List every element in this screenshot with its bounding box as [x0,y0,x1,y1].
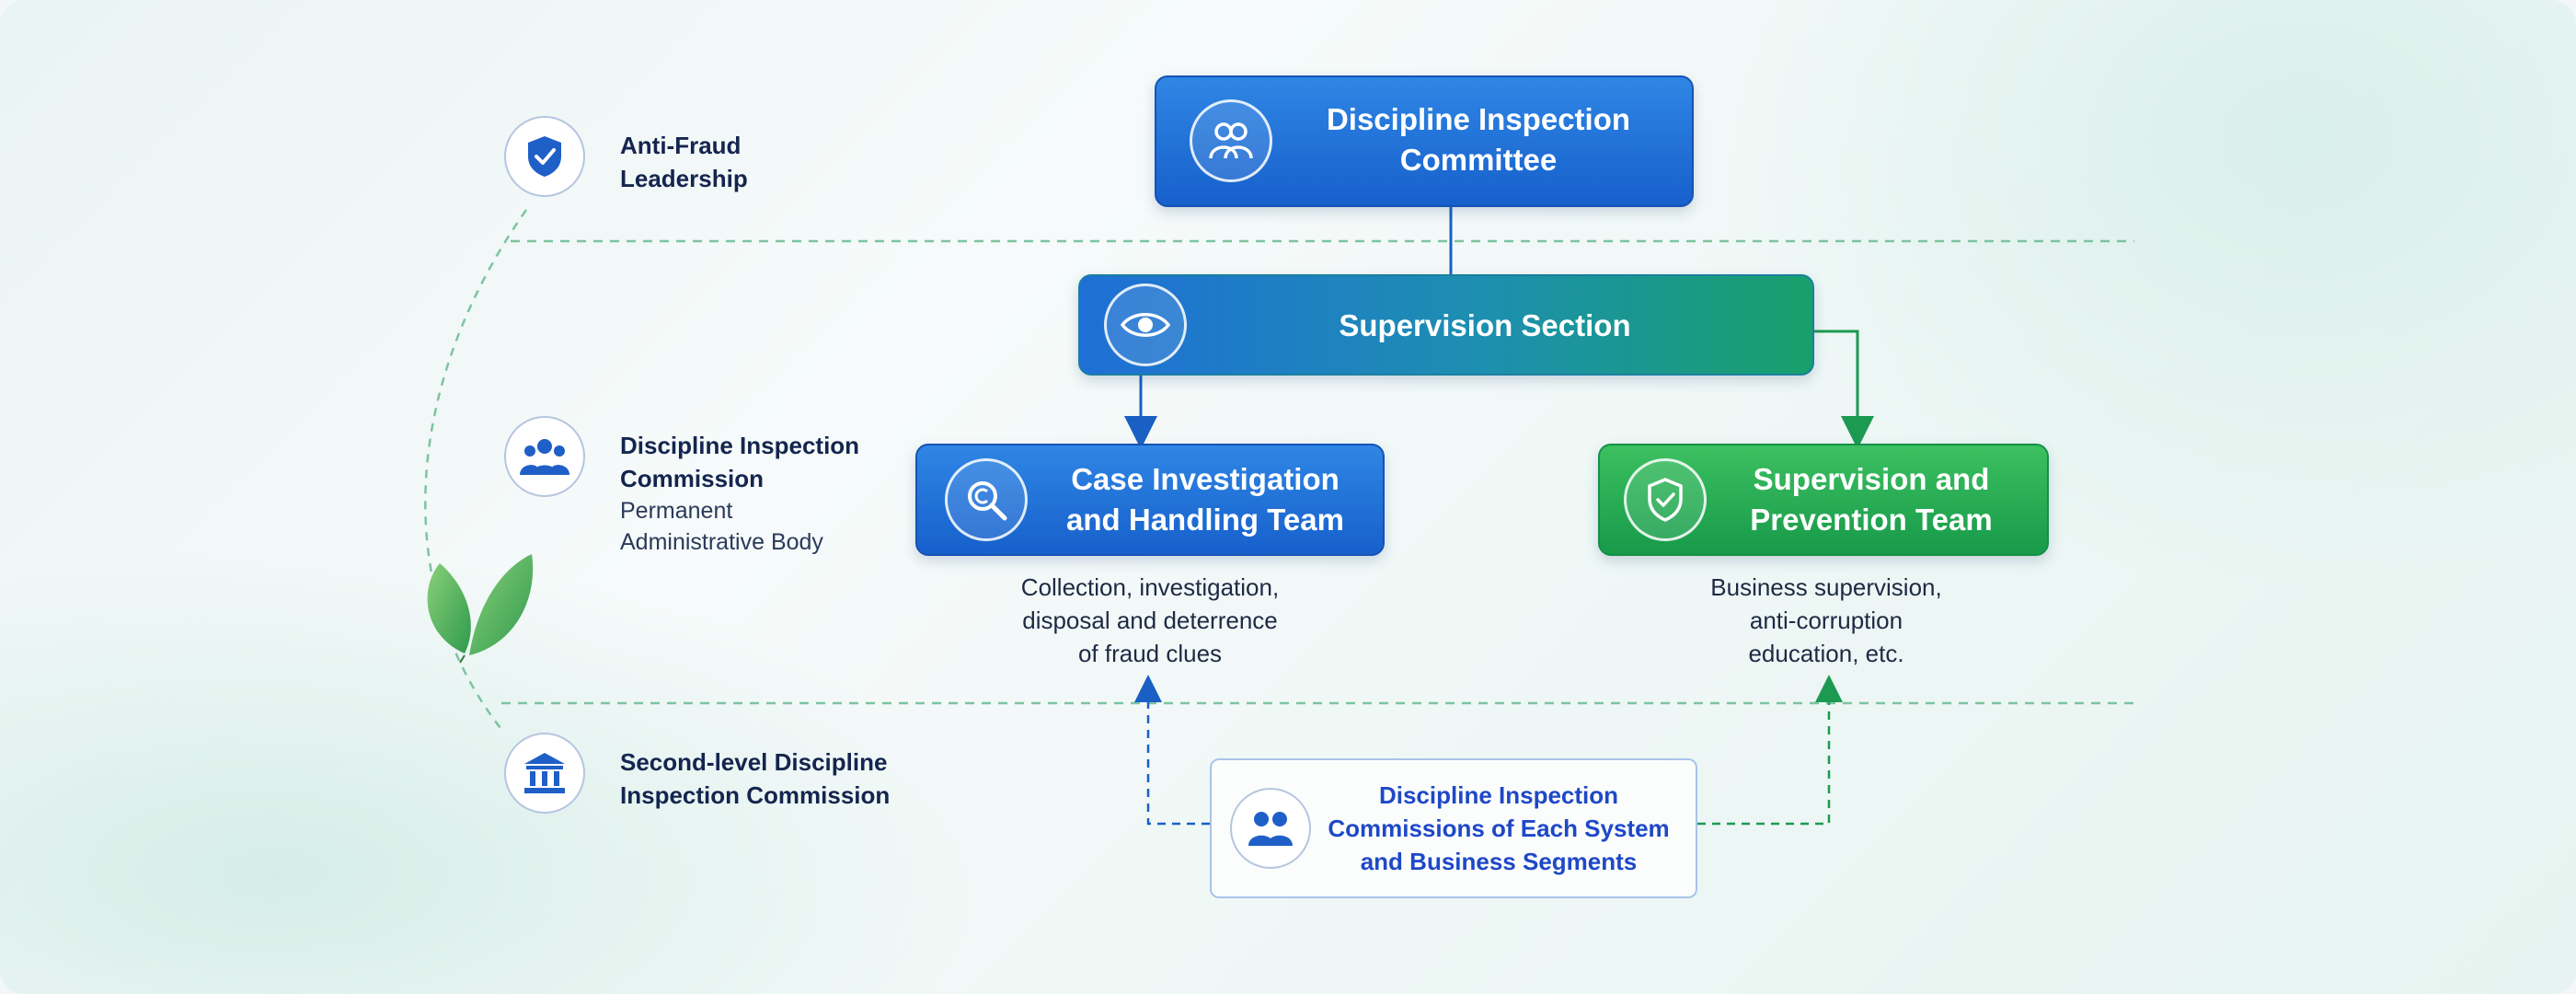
sidebar-item-discipline-inspection-commission: Discipline Inspection Commission Permane… [504,416,859,555]
node-supervision-prevention-team: Supervision and Prevention Team [1598,444,2049,556]
node-discipline-inspection-committee: Discipline Inspection Committee [1155,75,1694,207]
node-label: Discipline Inspection Committee [1326,102,1631,177]
sidebar-item-subtitle: Permanent Administrative Body [620,498,823,555]
sidebar-item-second-level-commission: Second-level Discipline Inspection Commi… [504,733,890,814]
node-label: Case Investigation and Handling Team [1066,462,1344,537]
people-group-icon [1230,788,1311,869]
leaf-decoration [427,554,534,664]
connector-segments-case [1134,675,1210,826]
node-case-investigation-team: Case Investigation and Handling Team [915,444,1385,556]
shield-check-icon [504,116,585,197]
people-group-icon [504,416,585,497]
prevention-team-description: Business supervision, anti-corruption ed… [1710,573,1942,667]
sidebar-item-title: Second-level Discipline Inspection Commi… [620,748,891,809]
node-segment-commissions: Discipline Inspection Commissions of Eac… [1210,758,1697,898]
node-label: Discipline Inspection Commissions of Eac… [1328,781,1670,875]
node-label: Supervision Section [1339,308,1631,342]
node-supervision-section: Supervision Section [1078,274,1814,376]
bank-building-icon [504,733,585,814]
search-icon [945,458,1028,541]
hierarchy-curve [424,209,528,734]
sidebar-item-title: Discipline Inspection Commission [620,432,860,492]
case-team-description: Collection, investigation, disposal and … [1020,573,1280,667]
connector-segments-prevention [1697,675,1843,826]
sidebar-item-anti-fraud-leadership: Anti-Fraud Leadership [504,116,748,197]
node-label: Supervision and Prevention Team [1750,462,1993,537]
connector-section-prevention [1814,329,1874,449]
eye-icon [1104,283,1187,366]
sidebar-item-title: Anti-Fraud Leadership [620,132,748,192]
people-icon [1190,99,1272,182]
shield-check-icon [1624,458,1707,541]
